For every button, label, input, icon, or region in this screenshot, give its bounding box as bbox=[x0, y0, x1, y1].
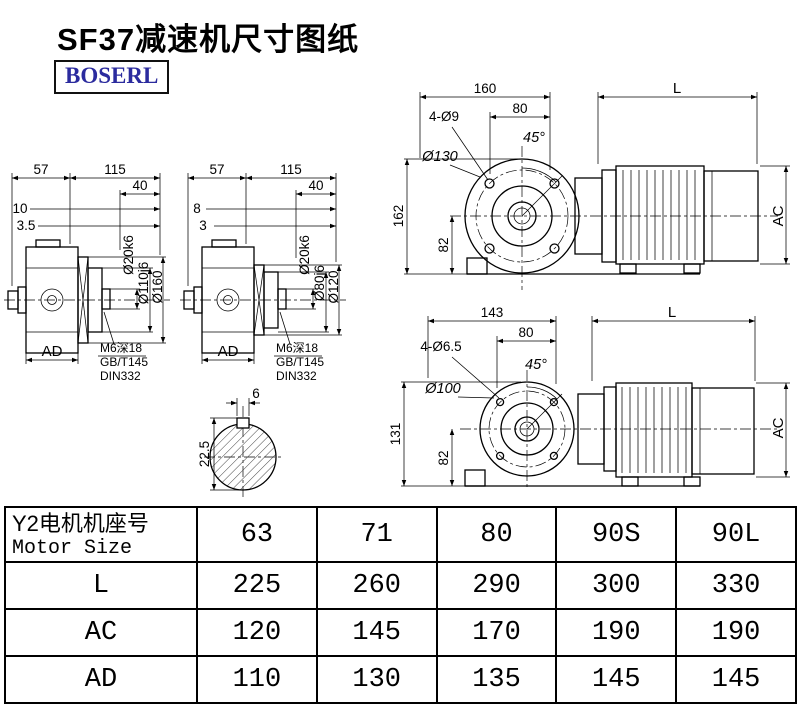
bolt-holes-label: 4-Ø9 bbox=[429, 109, 459, 124]
side-view-flange120: 57 115 40 8 3 Ø20k6 Ø80j6 Ø120 AD M6深18 … bbox=[180, 162, 346, 383]
foot bbox=[464, 469, 486, 487]
row-label-l: L bbox=[4, 561, 198, 610]
value-ac-71: 145 bbox=[315, 608, 438, 657]
front-view-flange160-with-motor: 160 L 80 4-Ø9 45° Ø130 162 82 AC bbox=[391, 80, 790, 290]
dim-flange-length: 143 bbox=[481, 305, 504, 320]
row-label-ad: AD bbox=[4, 655, 198, 704]
thread-note-line1: M6深18 bbox=[276, 341, 318, 355]
value-l-63: 225 bbox=[196, 561, 318, 610]
motor-size-80: 80 bbox=[435, 506, 558, 563]
shaft-section-circle bbox=[209, 423, 277, 491]
motor-size-63: 63 bbox=[196, 506, 318, 563]
shaft-keyway-section: 6 22.5 bbox=[197, 386, 282, 498]
bolt-holes-label: 4-Ø6.5 bbox=[420, 339, 461, 354]
dim-total-height: 162 bbox=[391, 205, 406, 228]
dim-ad-label: AD bbox=[42, 343, 63, 360]
dim-motor-length: L bbox=[673, 80, 681, 97]
value-ad-90l: 145 bbox=[675, 655, 797, 704]
dia-spigot-label: Ø80j6 bbox=[312, 265, 327, 301]
dia-flange-label: Ø160 bbox=[150, 270, 165, 303]
dim-ac-label: AC bbox=[770, 417, 787, 438]
brand-logo: BOSERL bbox=[54, 60, 170, 94]
dim-center-height: 82 bbox=[436, 237, 451, 252]
dim-step1: 10 bbox=[12, 201, 27, 216]
dim-center-height: 82 bbox=[436, 450, 451, 465]
dia-flange-label: Ø120 bbox=[326, 270, 341, 303]
motor-size-90l: 90L bbox=[675, 506, 797, 563]
bolt-hole bbox=[495, 451, 505, 461]
thread-note-line3: DIN332 bbox=[276, 369, 317, 383]
dim-key-width: 6 bbox=[252, 386, 260, 401]
value-l-90l: 330 bbox=[675, 561, 797, 610]
dia-shaft-label: Ø20k6 bbox=[297, 235, 312, 275]
motor-size-table: Y2电机机座号 Motor Size 63 71 80 90S 90L L 22… bbox=[4, 506, 797, 704]
motor-body bbox=[615, 165, 705, 265]
value-ac-80: 170 bbox=[435, 608, 558, 657]
value-ac-90s: 190 bbox=[555, 608, 678, 657]
motor-size-90s: 90S bbox=[555, 506, 678, 563]
motor-size-71: 71 bbox=[315, 506, 438, 563]
value-ad-71: 130 bbox=[315, 655, 438, 704]
value-ad-80: 135 bbox=[435, 655, 558, 704]
dim-step2: 3 bbox=[199, 218, 207, 233]
motor-size-label-en: Motor Size bbox=[12, 536, 133, 560]
front-view-flange120-with-motor: 143 L 80 4-Ø6.5 45° Ø100 131 82 AC bbox=[388, 304, 790, 490]
dim-key-depth: 22.5 bbox=[197, 441, 212, 467]
dim-motor-length: L bbox=[668, 304, 676, 321]
value-l-80: 290 bbox=[435, 561, 558, 610]
dia-circle-label: Ø100 bbox=[424, 381, 460, 397]
value-ad-63: 110 bbox=[196, 655, 318, 704]
flange-outline bbox=[464, 158, 580, 274]
bolt-hole bbox=[549, 178, 560, 189]
thread-note-line2: GB/T145 bbox=[276, 355, 324, 369]
dia-spigot-label: Ø110j6 bbox=[136, 262, 151, 305]
dim-ac-label: AC bbox=[770, 205, 787, 226]
dim-shaft-length: 57 bbox=[33, 162, 48, 177]
dia-circle-label: Ø130 bbox=[421, 149, 457, 165]
thread-note-line1: M6深18 bbox=[100, 341, 142, 355]
fan-cowl bbox=[703, 170, 759, 262]
bolt-hole bbox=[495, 397, 505, 407]
dim-step2: 3.5 bbox=[17, 218, 36, 233]
bolt-circle bbox=[475, 169, 569, 263]
bolt-hole bbox=[484, 243, 495, 254]
dim-flange-length: 160 bbox=[474, 81, 497, 96]
page-title: SF37减速机尺寸图纸 bbox=[57, 22, 360, 57]
side-view-flange160: 57 115 40 10 3.5 Ø20k6 Ø110j6 Ø160 AD M6… bbox=[4, 162, 170, 383]
value-ad-90s: 145 bbox=[555, 655, 678, 704]
bolt-hole bbox=[549, 243, 560, 254]
dia-shaft-label: Ø20k6 bbox=[121, 235, 136, 275]
foot bbox=[466, 257, 488, 275]
angle-label: 45° bbox=[525, 357, 547, 373]
dim-step1: 8 bbox=[193, 201, 201, 216]
dim-body-length: 115 bbox=[104, 162, 126, 177]
dim-hub-length: 80 bbox=[512, 101, 527, 116]
dim-hub-length: 80 bbox=[518, 325, 533, 340]
technical-drawing: 57 115 40 10 3.5 Ø20k6 Ø110j6 Ø160 AD M6… bbox=[4, 80, 790, 498]
table-header-cell: Y2电机机座号 Motor Size bbox=[4, 506, 198, 563]
value-ac-90l: 190 bbox=[675, 608, 797, 657]
bolt-circle bbox=[488, 390, 566, 468]
dim-hub-length: 40 bbox=[308, 178, 323, 193]
bolt-hole bbox=[549, 397, 559, 407]
motor-size-label-cn: Y2电机机座号 bbox=[12, 510, 149, 536]
angle-label: 45° bbox=[523, 130, 545, 146]
row-label-ac: AC bbox=[4, 608, 198, 657]
bolt-hole bbox=[549, 451, 559, 461]
keyway bbox=[236, 417, 250, 429]
dim-shaft-length: 57 bbox=[209, 162, 224, 177]
dim-body-length: 115 bbox=[280, 162, 302, 177]
dim-ad-label: AD bbox=[218, 343, 239, 360]
dim-hub-length: 40 bbox=[132, 178, 147, 193]
thread-note-line3: DIN332 bbox=[100, 369, 141, 383]
dim-total-height: 131 bbox=[388, 423, 403, 446]
bolt-hole bbox=[484, 178, 495, 189]
flange-outline bbox=[479, 381, 575, 477]
fan-cowl bbox=[691, 387, 755, 475]
thread-note-line2: GB/T145 bbox=[100, 355, 148, 369]
value-ac-63: 120 bbox=[196, 608, 318, 657]
value-l-90s: 300 bbox=[555, 561, 678, 610]
value-l-71: 260 bbox=[315, 561, 438, 610]
